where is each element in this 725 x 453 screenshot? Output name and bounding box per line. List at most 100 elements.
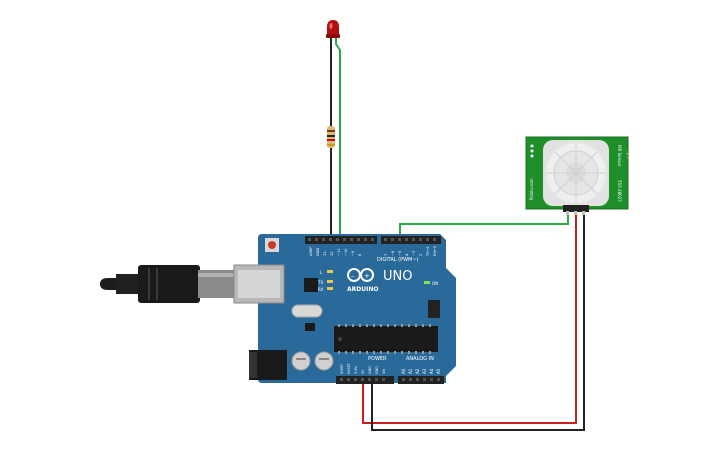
led-rx-label: RX — [318, 287, 324, 292]
led-on — [424, 281, 430, 284]
arduino-infinity-icon — [347, 268, 374, 282]
pin-label: A2 — [415, 368, 420, 374]
led-rx — [327, 287, 333, 290]
pin-label: 7 — [384, 254, 388, 256]
wires — [330, 38, 585, 431]
usb-plug-ridge-1 — [148, 268, 150, 300]
microcontroller — [334, 326, 438, 352]
pin-label: ~11 — [337, 248, 341, 256]
pin-label: 2 — [419, 254, 423, 256]
pir-sensor[interactable]: Pololu.com PIR Sensor 555-28027 - + ~ — [525, 136, 629, 215]
microcontroller-notch — [338, 337, 342, 341]
pir-pin — [582, 211, 585, 215]
microcontroller-pins — [338, 324, 431, 354]
pin-label: 3.3V — [354, 366, 358, 374]
pin-label: ~5 — [398, 251, 402, 256]
pin-label: RESET — [347, 362, 351, 374]
pin-label: Vin — [382, 369, 386, 374]
header-top-left — [305, 236, 377, 244]
pin-label: IOREF — [340, 364, 344, 374]
usb-chip — [304, 278, 318, 292]
crystal — [291, 304, 323, 318]
resistor-band-1 — [327, 130, 335, 132]
small-regulator — [305, 323, 315, 331]
usb-cable[interactable] — [100, 265, 236, 303]
wire-5v — [362, 213, 577, 424]
board-logo-uno: UNO — [383, 269, 412, 284]
led-tx-label: TX — [317, 280, 323, 285]
arduino-board[interactable]: – + UNO ARDUINO DIGITAL (PWM~) POWER ANA… — [233, 234, 456, 384]
pin-label: A5 — [436, 368, 441, 374]
pir-pin — [566, 211, 569, 215]
led-l-label: L — [320, 270, 323, 275]
led-l — [327, 270, 333, 273]
icsp-header — [428, 300, 440, 318]
led[interactable] — [326, 20, 340, 38]
pin-label: 12 — [330, 251, 334, 256]
led-rim — [326, 34, 340, 38]
power-label: POWER — [368, 356, 387, 362]
resistor-band-3 — [327, 139, 335, 141]
pin-label: A4 — [429, 368, 434, 374]
resistor-band-2 — [327, 135, 335, 137]
led-tx — [327, 280, 333, 283]
analog-pin-labels: A0 A1 A2 A3 A4 A5 — [401, 368, 441, 374]
wire-led-pin13 — [335, 38, 341, 241]
pin-label: AREF — [309, 247, 313, 256]
usb-plug-neck-shine — [198, 273, 236, 277]
analog-label: ANALOG IN — [406, 356, 434, 362]
header-top-holes — [308, 238, 436, 241]
pin-label: 4 — [405, 253, 409, 256]
pir-pin-dots — [530, 144, 534, 158]
pin-label: ~9 — [351, 250, 355, 256]
pin-label: GND — [375, 366, 379, 374]
pin-label: 8 — [358, 253, 362, 256]
pir-label-left: Pololu.com — [529, 178, 534, 200]
usb-strain-relief — [116, 274, 140, 294]
on-label: ON — [432, 281, 438, 286]
pin-label: A1 — [408, 368, 413, 374]
digital-label: DIGITAL (PWM~) — [377, 257, 419, 263]
wire-sensor-signal — [399, 210, 569, 241]
usb-plug-ridge-2 — [156, 268, 158, 300]
capacitor-1 — [291, 351, 311, 371]
reset-button-cap — [268, 241, 276, 249]
pin-label: ~3 — [412, 251, 416, 256]
header-analog — [398, 376, 444, 384]
header-power — [336, 376, 394, 384]
pir-connector — [563, 205, 589, 212]
usb-plug-body — [138, 265, 200, 303]
led-body — [327, 20, 339, 36]
capacitor-2-mark — [319, 358, 329, 360]
pir-pin-label: - + ~ — [625, 150, 629, 159]
pin-label: RX←0 — [433, 245, 437, 256]
header-bottom-holes — [340, 378, 440, 381]
pin-label: 13 — [323, 251, 327, 256]
resistor-band-4 — [327, 144, 335, 146]
wire-gnd — [371, 213, 585, 431]
logo-minus: – — [351, 272, 355, 280]
resistor[interactable] — [327, 126, 335, 148]
power-jack-front — [249, 352, 257, 378]
pin-label: GND — [316, 248, 320, 256]
pin-label: 5V — [361, 369, 365, 374]
header-top-right — [381, 236, 441, 244]
usb-port-inner — [238, 270, 280, 298]
pin-label: TX→1 — [426, 246, 430, 257]
board-brand: ARDUINO — [347, 286, 378, 293]
top-pin-labels: AREF GND 13 12 ~11 ~10 ~9 8 7 ~6 ~5 4 ~3… — [309, 245, 437, 257]
pin-label: A0 — [401, 368, 406, 374]
capacitor-1-mark — [296, 358, 306, 360]
pir-pin — [574, 211, 577, 215]
logo-plus: + — [364, 272, 370, 280]
pir-label-right: 555-28027 — [617, 180, 622, 202]
power-pin-labels: IOREF RESET 3.3V 5V GND GND Vin — [340, 362, 386, 374]
usb-cable-end — [100, 278, 118, 290]
pir-label-top: PIR Sensor — [617, 145, 622, 167]
pin-label: ~10 — [344, 248, 348, 256]
pin-label: A3 — [422, 368, 427, 374]
led-highlight — [329, 23, 333, 29]
pin-label: ~6 — [391, 250, 395, 256]
